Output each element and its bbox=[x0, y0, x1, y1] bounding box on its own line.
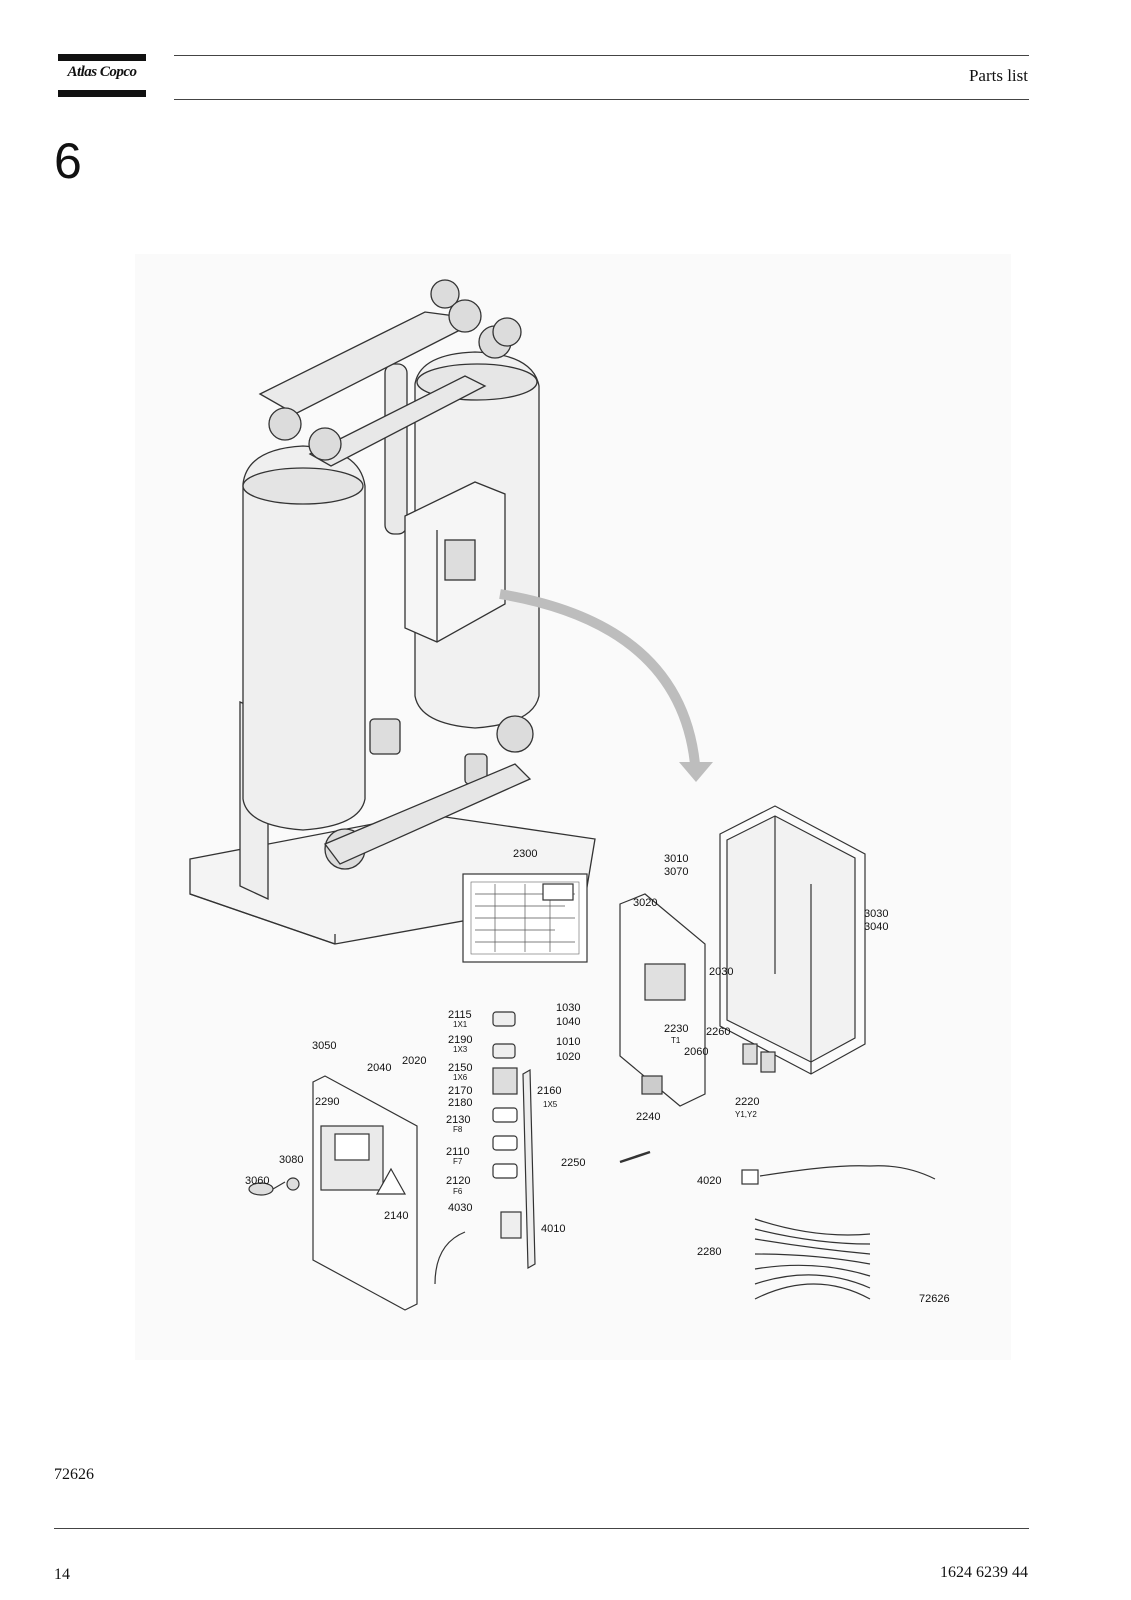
harness-2280 bbox=[754, 1218, 871, 1300]
callout-arrowhead bbox=[679, 762, 713, 782]
solenoid-coil-y2 bbox=[760, 1051, 776, 1073]
header-title: Parts list bbox=[968, 66, 1028, 85]
chapter-number: 6 bbox=[54, 133, 82, 189]
transformer-2230 bbox=[644, 963, 686, 1001]
exploded-parts-drawing: 2300 3010 3070 3020 3030 3040 2030 2115 … bbox=[135, 254, 1011, 1360]
logo-bar-bottom bbox=[58, 90, 146, 97]
part-label-sub: 1X3 bbox=[453, 1045, 468, 1054]
warning-sign-2140 bbox=[375, 1167, 407, 1195]
cable-4020 bbox=[759, 1165, 936, 1180]
footer-rule bbox=[54, 1528, 1029, 1529]
figure-reference: 72626 bbox=[54, 1466, 94, 1483]
logo-wordmark: Atlas Copco bbox=[67, 64, 137, 80]
part-label-sub: 1X1 bbox=[453, 1020, 468, 1029]
din-rail-2160 bbox=[522, 1068, 536, 1270]
part-label: 2240 bbox=[636, 1111, 660, 1123]
left-tower bbox=[242, 445, 366, 831]
part-label-group: 2300 3010 3070 3020 3030 3040 2030 2115 … bbox=[245, 848, 950, 1305]
part-label: 2140 bbox=[384, 1210, 408, 1222]
part-label: 2250 bbox=[561, 1157, 585, 1169]
exploded-components bbox=[248, 805, 936, 1311]
part-label: 3080 bbox=[279, 1154, 303, 1166]
part-label: 2030 bbox=[709, 966, 733, 978]
part-label: 3050 bbox=[312, 1040, 336, 1052]
part-label: 4020 bbox=[697, 1175, 721, 1187]
part-label: 2115 bbox=[448, 1009, 472, 1021]
header-rule-bottom bbox=[174, 99, 1029, 100]
filter-vessel bbox=[384, 363, 408, 535]
atlas-copco-logo: Atlas Copco bbox=[58, 54, 146, 98]
header-rule-top bbox=[174, 55, 1029, 56]
cross-pipe bbox=[308, 375, 487, 467]
page-number: 14 bbox=[54, 1566, 70, 1583]
part-label: 1040 bbox=[556, 1016, 580, 1028]
part-label: 4030 bbox=[448, 1202, 472, 1214]
part-label: 3070 bbox=[664, 866, 688, 878]
cable-4030 bbox=[434, 1231, 466, 1285]
part-label: 2110 bbox=[446, 1146, 470, 1158]
part-label: 2190 bbox=[448, 1034, 472, 1046]
part-label: 2120 bbox=[446, 1175, 470, 1187]
logo-bar-top bbox=[58, 54, 146, 61]
connector-4020 bbox=[741, 1169, 759, 1185]
part-label: 2020 bbox=[402, 1055, 426, 1067]
dryer-illustration bbox=[189, 279, 596, 945]
document-number: 1624 6239 44 bbox=[940, 1564, 1028, 1581]
part-label: 2160 bbox=[537, 1085, 561, 1097]
part-label-sub: 1X5 bbox=[543, 1100, 558, 1109]
part-label: 2180 bbox=[448, 1097, 472, 1109]
part-label: 2040 bbox=[367, 1062, 391, 1074]
part-label: 2230 bbox=[664, 1023, 688, 1035]
part-label: 2060 bbox=[684, 1046, 708, 1058]
part-label-sub: F8 bbox=[453, 1125, 463, 1134]
part-label: 2290 bbox=[315, 1096, 339, 1108]
part-label: 2150 bbox=[448, 1062, 472, 1074]
sensor-4010 bbox=[500, 1211, 522, 1239]
part-label-sub: T1 bbox=[671, 1036, 681, 1045]
part-label: 3060 bbox=[245, 1175, 269, 1187]
part-label: 4010 bbox=[541, 1223, 565, 1235]
part-label: 2170 bbox=[448, 1085, 472, 1097]
part-label: 2220 bbox=[735, 1096, 759, 1108]
part-label: 2300 bbox=[513, 848, 537, 860]
part-label-sub: Y1,Y2 bbox=[735, 1110, 757, 1119]
valve-left bbox=[369, 718, 401, 755]
figure-id: 72626 bbox=[919, 1293, 950, 1305]
part-label: 2280 bbox=[697, 1246, 721, 1258]
part-label: 2130 bbox=[446, 1114, 470, 1126]
part-label: 1030 bbox=[556, 1002, 580, 1014]
vent-2240 bbox=[641, 1075, 663, 1095]
part-label: 1010 bbox=[556, 1036, 580, 1048]
part-label: 3010 bbox=[664, 853, 688, 865]
part-label: 3020 bbox=[633, 897, 657, 909]
probe-2250 bbox=[619, 1150, 651, 1164]
part-label: 3040 bbox=[864, 921, 888, 933]
solenoid-coil-y1 bbox=[742, 1043, 758, 1065]
part-label-sub: F7 bbox=[453, 1157, 463, 1166]
callout-arrow bbox=[499, 589, 700, 765]
part-label-sub: F6 bbox=[453, 1187, 463, 1196]
part-label-sub: 1X6 bbox=[453, 1073, 468, 1082]
part-label: 2260 bbox=[706, 1026, 730, 1038]
drawing-canvas: 2300 3010 3070 3020 3030 3040 2030 2115 … bbox=[189, 279, 950, 1311]
part-label: 1020 bbox=[556, 1051, 580, 1063]
part-label: 3030 bbox=[864, 908, 888, 920]
